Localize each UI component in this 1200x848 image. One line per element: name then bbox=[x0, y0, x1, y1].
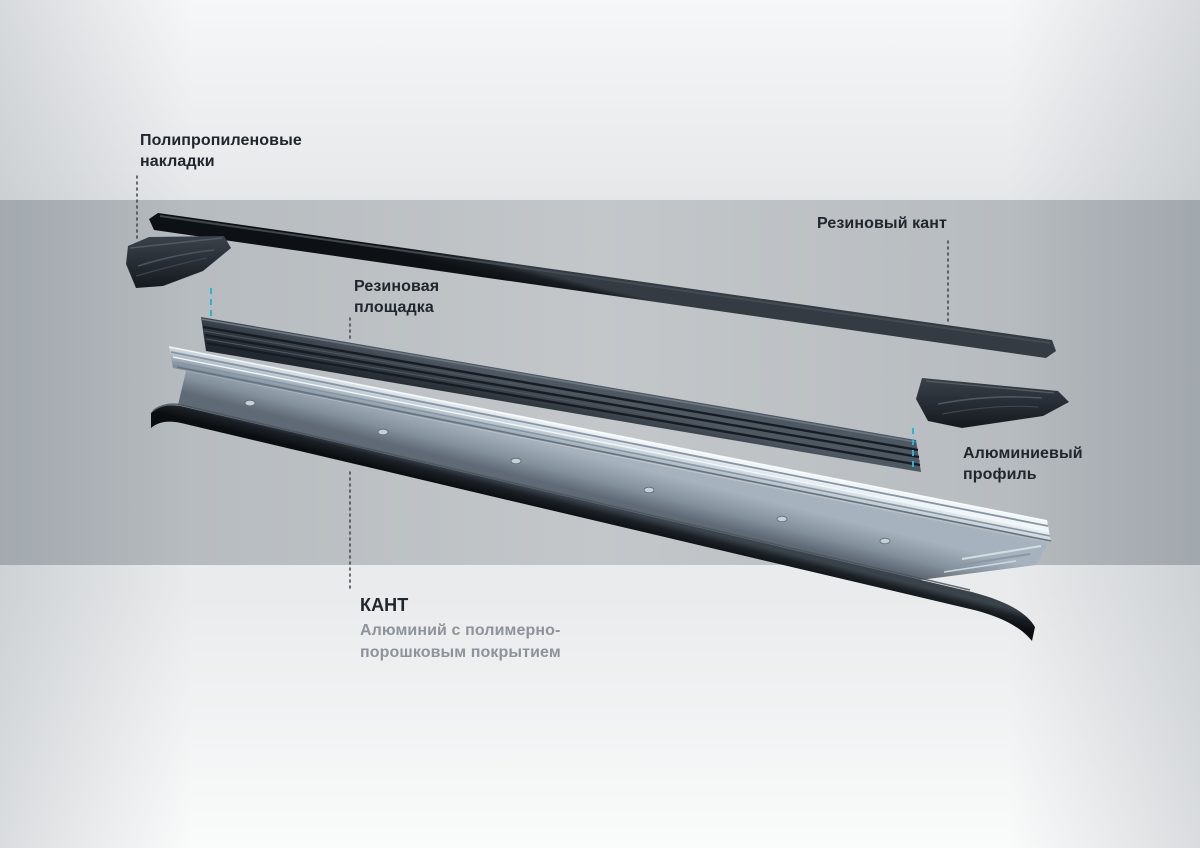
label-kant-subtitle-line1: Алюминий с полимерно- bbox=[360, 622, 561, 639]
label-kant-subtitle: Алюминий с полимерно- порошковым покрыти… bbox=[360, 620, 561, 664]
rubber-edging-strip bbox=[149, 213, 1056, 358]
polypropylene-pad-right bbox=[916, 378, 1069, 428]
label-kant: КАНТ Алюминий с полимерно- порошковым по… bbox=[360, 594, 561, 664]
label-rubber-platform-line1: Резиновая bbox=[354, 278, 440, 295]
label-polypropylene-pads-line1: Полипропиленовые bbox=[140, 132, 302, 149]
rubber-platform bbox=[200, 317, 921, 472]
label-rubber-platform: Резиновая площадка bbox=[354, 276, 439, 318]
aluminum-profile bbox=[168, 346, 1052, 581]
leader-lines bbox=[136, 175, 949, 591]
label-aluminum-profile-line1: Алюминиевый bbox=[963, 445, 1083, 462]
assembly-connectors bbox=[210, 288, 914, 468]
label-kant-title: КАНТ bbox=[360, 595, 409, 615]
aluminum-profile-end-ribs bbox=[943, 545, 1042, 573]
label-aluminum-profile-line2: профиль bbox=[963, 466, 1037, 483]
label-polypropylene-pads: Полипропиленовые накладки bbox=[140, 130, 302, 172]
label-rubber-edge-text: Резиновый кант bbox=[817, 215, 947, 232]
label-rubber-edge: Резиновый кант bbox=[817, 213, 947, 234]
label-kant-subtitle-line2: порошковым покрытием bbox=[360, 644, 561, 661]
label-rubber-platform-line2: площадка bbox=[354, 299, 434, 316]
polypropylene-pad-left bbox=[126, 236, 231, 288]
aluminum-profile-holes bbox=[244, 399, 891, 545]
label-polypropylene-pads-line2: накладки bbox=[140, 153, 215, 170]
label-aluminum-profile: Алюминиевый профиль bbox=[963, 443, 1083, 485]
kant-edge-strip bbox=[151, 403, 1035, 641]
